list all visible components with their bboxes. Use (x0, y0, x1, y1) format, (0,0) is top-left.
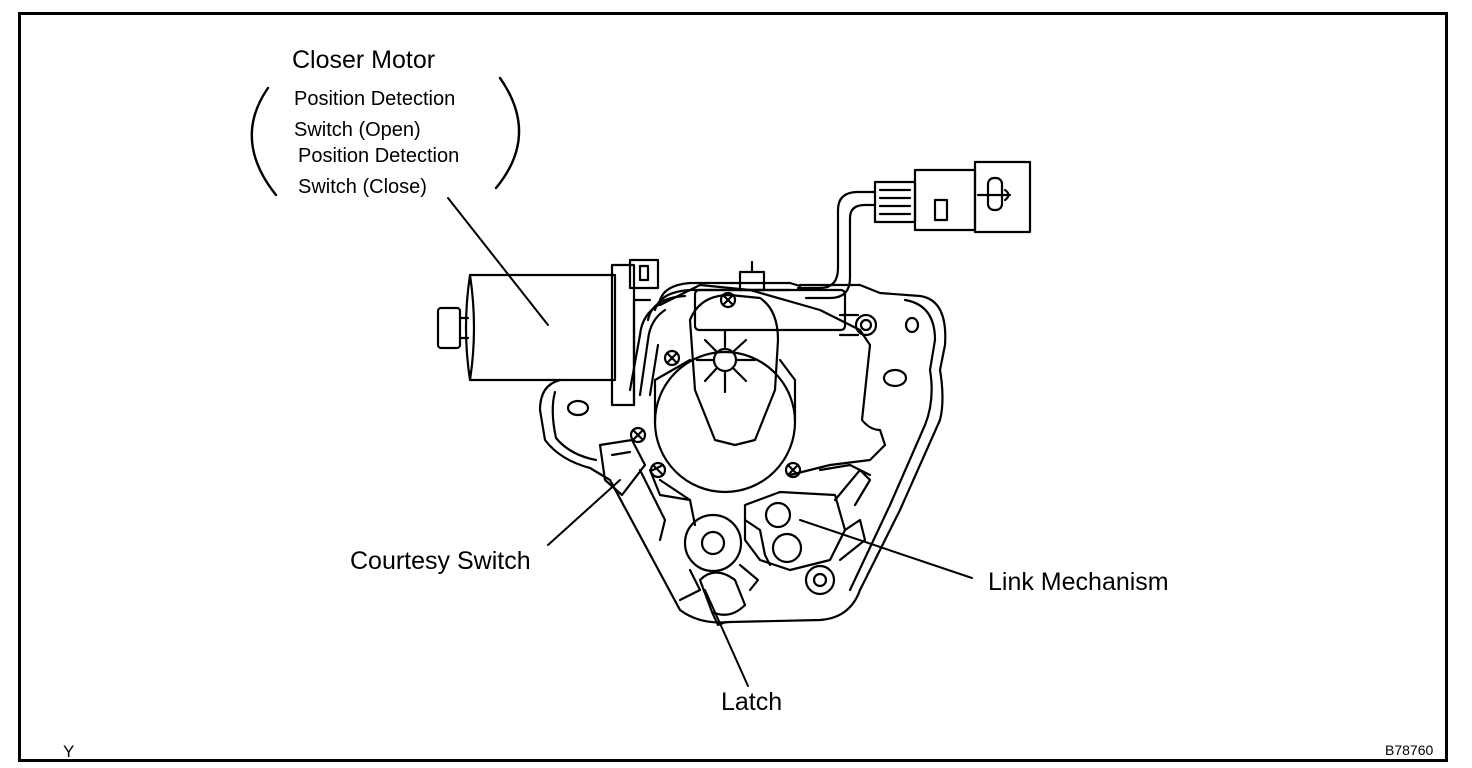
closer-motor-label: Closer Motor (292, 46, 436, 74)
base-plate (538, 283, 947, 624)
position-switch-close-label-line1: Position Detection (298, 145, 460, 167)
leader-closer-motor (447, 197, 549, 326)
courtesy-switch-part (598, 438, 697, 542)
latch-part (678, 513, 772, 627)
courtesy-switch-label: Courtesy Switch (350, 547, 531, 575)
link-mechanism-label: Link Mechanism (988, 568, 1169, 596)
figure-id: B78760 (1385, 742, 1434, 758)
position-switch-close-label-line2: Switch (Close) (298, 176, 427, 198)
leader-link-mechanism (799, 519, 973, 579)
left-bracket (250, 86, 278, 197)
link-mechanism-part (743, 463, 872, 596)
position-switch-disc (688, 293, 780, 447)
right-bracket (494, 76, 521, 190)
screw-heads (629, 291, 802, 479)
latch-label: Latch (721, 688, 783, 716)
leader-courtesy-switch (547, 479, 621, 546)
position-switch-open-label-line1: Position Detection (294, 88, 456, 110)
wire-harness (628, 160, 1032, 397)
closer-motor-body (436, 258, 660, 407)
corner-code: Y (63, 742, 75, 761)
position-switch-open-label-line2: Switch (Open) (294, 119, 421, 141)
gear-cover (658, 260, 887, 477)
leader-latch (704, 589, 749, 687)
diagram-frame (18, 12, 1448, 762)
gear-housing (629, 291, 802, 502)
